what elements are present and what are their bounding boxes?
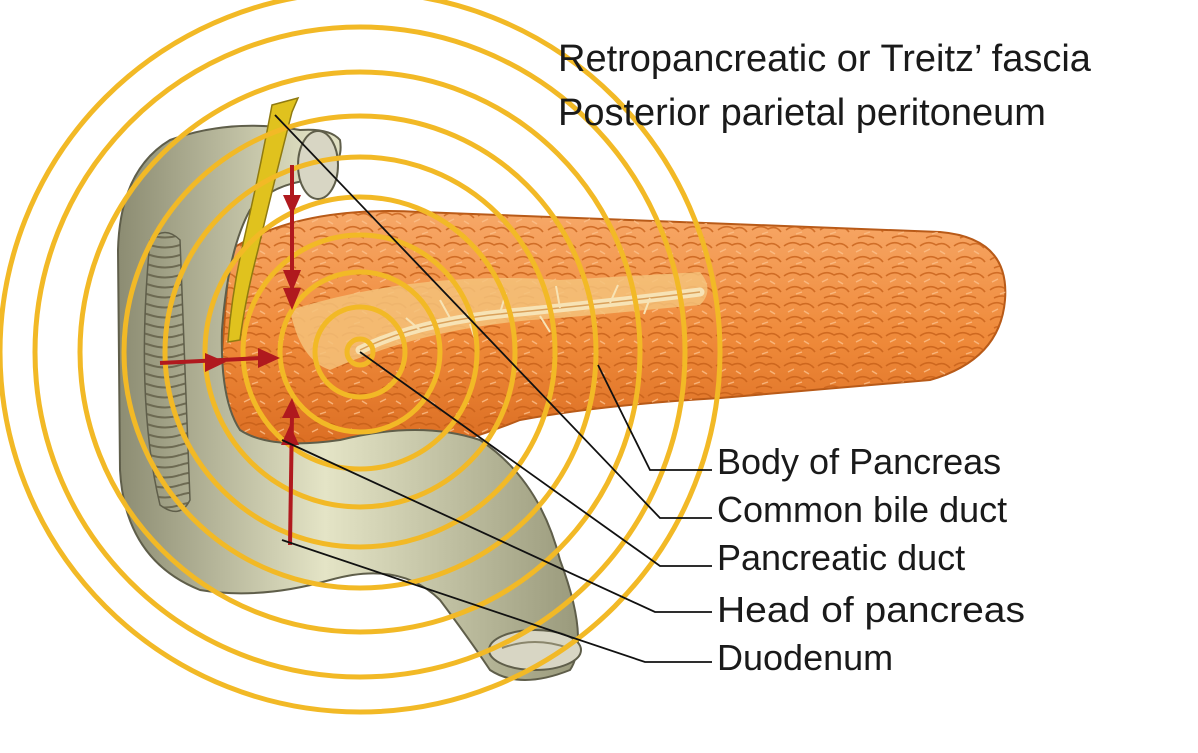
ring-6 — [162, 154, 558, 550]
leader-head-of-pancreas — [281, 439, 712, 613]
leader-pancreatic-duct — [359, 351, 712, 567]
label-pancreatic-duct: Pancreatic duct — [717, 537, 965, 578]
label-common-bile-duct: Common bile duct — [717, 489, 1007, 530]
label-duodenum: Duodenum — [717, 637, 893, 678]
ring-7 — [121, 113, 599, 591]
ring-5 — [202, 194, 518, 510]
common-bile-duct — [227, 96, 300, 343]
label-head-of-pancreas: Head of pancreas — [717, 589, 1025, 630]
duodenum-loop — [116, 124, 579, 681]
arrow-from-left — [159, 348, 280, 372]
pancreas-cut-surface — [290, 272, 708, 370]
ring-1 — [344, 336, 376, 368]
leader-duodenum — [281, 539, 712, 663]
arrow-from-top — [283, 165, 301, 310]
label-posterior-parietal-peritoneum: Posterior parietal peritoneum — [558, 92, 1046, 134]
ring-2 — [312, 304, 408, 400]
ring-10 — [0, 0, 723, 715]
label-body-of-pancreas: Body of Pancreas — [717, 441, 1001, 482]
side-labels: Body of Pancreas Common bile duct Pancre… — [717, 441, 1025, 678]
leader-lines — [274, 114, 712, 663]
leader-common-bile-duct — [274, 114, 712, 519]
ring-9 — [32, 24, 688, 680]
concentric-rings — [0, 0, 723, 715]
top-labels: Retropancreatic or Treitz’ fascia Poster… — [558, 38, 1092, 134]
ring-3 — [277, 269, 443, 435]
leader-body-of-pancreas — [597, 364, 712, 471]
ring-8 — [77, 69, 643, 635]
compression-arrows — [159, 165, 301, 546]
arrow-from-bottom — [281, 398, 300, 546]
label-treitz-fascia: Retropancreatic or Treitz’ fascia — [558, 38, 1092, 80]
ring-4 — [240, 232, 480, 472]
